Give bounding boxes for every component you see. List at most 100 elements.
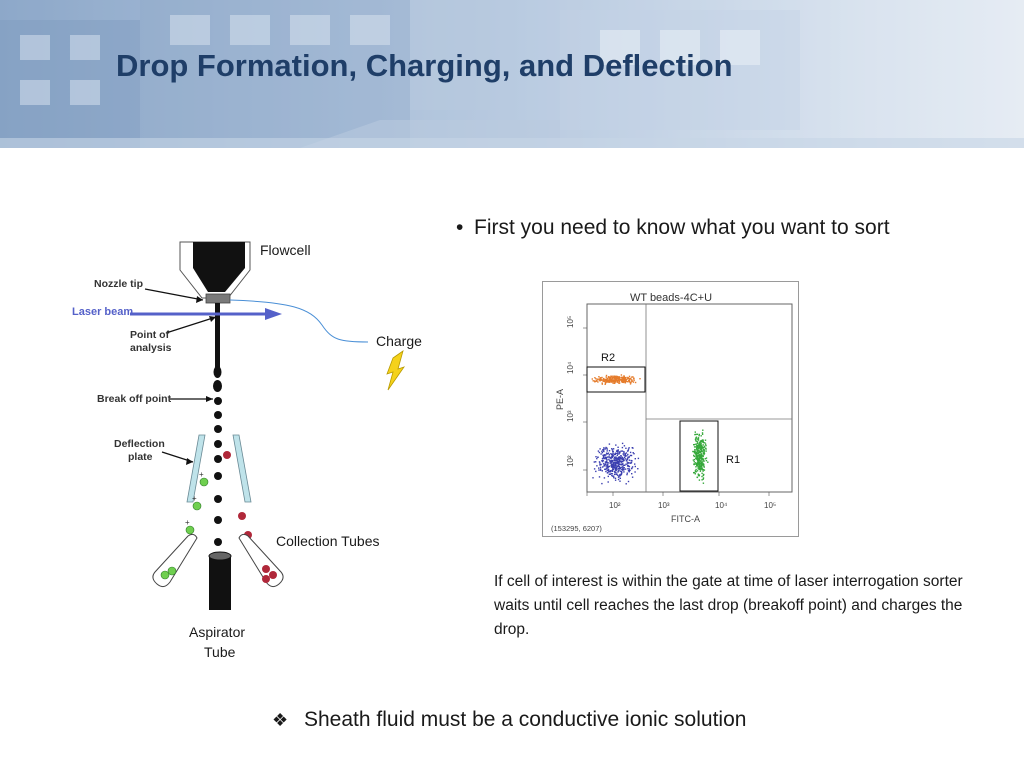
event-dot bbox=[608, 379, 610, 381]
event-dot bbox=[599, 469, 602, 471]
event-dot bbox=[704, 442, 706, 444]
event-dot bbox=[614, 452, 617, 454]
event-dot bbox=[615, 459, 617, 461]
event-dot bbox=[617, 467, 620, 470]
event-dot bbox=[606, 448, 608, 450]
label-deflection-plate-line2: plate bbox=[128, 451, 153, 463]
event-dot bbox=[701, 479, 703, 481]
event-dot bbox=[633, 377, 635, 379]
event-dot bbox=[613, 464, 616, 466]
x-tick-2: 10³ bbox=[658, 501, 670, 510]
label-aspirator-line1: Aspirator bbox=[189, 624, 246, 640]
event-dot bbox=[611, 463, 613, 466]
event-dot bbox=[616, 450, 619, 452]
cytometry-plot-svg: WT beads-4C+U 10² 10³ 10⁴ 10⁵ PE-A 10² 1… bbox=[551, 292, 793, 533]
event-dot bbox=[624, 464, 626, 466]
event-dot bbox=[627, 457, 629, 459]
event-dot bbox=[604, 456, 607, 458]
event-dot bbox=[622, 381, 624, 383]
event-dot bbox=[694, 433, 696, 436]
event-dot bbox=[614, 477, 617, 479]
event-dot bbox=[698, 444, 700, 447]
event-dot bbox=[696, 447, 698, 450]
event-dot bbox=[702, 477, 705, 479]
event-dot bbox=[604, 448, 606, 450]
event-dot bbox=[631, 473, 633, 475]
event-dot bbox=[701, 466, 703, 469]
label-break-off-point: Break off point bbox=[97, 393, 172, 405]
event-dot bbox=[613, 376, 615, 378]
event-dot bbox=[695, 453, 698, 456]
event-dot bbox=[608, 450, 611, 452]
event-dot bbox=[702, 468, 705, 471]
event-dot bbox=[613, 379, 615, 381]
event-dot bbox=[613, 475, 615, 477]
event-dot bbox=[608, 470, 610, 472]
event-dot bbox=[607, 452, 610, 454]
event-dot bbox=[624, 454, 627, 457]
event-dot bbox=[607, 379, 609, 382]
event-dot bbox=[699, 446, 701, 449]
event-dot bbox=[622, 458, 625, 460]
event-dot bbox=[599, 377, 602, 379]
event-dot bbox=[601, 376, 603, 379]
event-dot bbox=[609, 462, 611, 464]
event-dot bbox=[609, 470, 612, 472]
event-dot bbox=[597, 381, 599, 383]
event-dot bbox=[593, 380, 596, 382]
event-dot bbox=[611, 470, 613, 472]
event-dot bbox=[608, 454, 610, 456]
event-dot bbox=[702, 464, 705, 466]
event-dot bbox=[629, 454, 632, 457]
event-dot bbox=[607, 471, 609, 474]
event-dot bbox=[605, 381, 607, 384]
event-dot bbox=[701, 453, 703, 456]
event-dot bbox=[602, 378, 605, 381]
event-dot bbox=[628, 379, 631, 381]
header-banner bbox=[0, 0, 1024, 148]
event-dot bbox=[695, 440, 697, 442]
event-dot bbox=[621, 458, 623, 460]
event-dot bbox=[693, 446, 696, 448]
event-dot bbox=[612, 467, 614, 469]
event-dot bbox=[623, 460, 625, 462]
event-dot bbox=[702, 457, 704, 459]
event-dot bbox=[625, 483, 627, 485]
event-dot bbox=[705, 444, 707, 447]
event-dot bbox=[697, 461, 699, 463]
event-dot bbox=[696, 464, 698, 467]
event-dot bbox=[603, 454, 606, 456]
event-dot bbox=[626, 473, 628, 476]
event-dot bbox=[616, 452, 618, 455]
deflection-plate-left bbox=[186, 434, 206, 503]
event-dot bbox=[699, 441, 701, 444]
event-dot bbox=[615, 379, 617, 381]
cytometry-plot: WT beads-4C+U 10² 10³ 10⁴ 10⁵ PE-A 10² 1… bbox=[542, 281, 799, 537]
event-dot bbox=[698, 465, 700, 468]
event-dot bbox=[696, 463, 699, 465]
event-dot bbox=[618, 382, 621, 384]
event-dot bbox=[615, 450, 618, 452]
event-dot bbox=[599, 462, 601, 464]
gate-r1 bbox=[679, 420, 719, 492]
event-dot bbox=[699, 444, 702, 446]
event-dot bbox=[602, 456, 605, 458]
event-dot bbox=[632, 381, 635, 383]
event-dot bbox=[618, 376, 620, 378]
event-dot bbox=[705, 457, 708, 459]
event-dot bbox=[604, 468, 606, 470]
event-dot bbox=[615, 464, 617, 467]
event-dot bbox=[696, 440, 698, 442]
event-dot bbox=[605, 470, 607, 473]
gate-r1-label: R1 bbox=[726, 454, 740, 466]
event-dot bbox=[694, 473, 696, 475]
event-dot bbox=[617, 457, 620, 459]
event-dot bbox=[696, 462, 698, 464]
event-dot bbox=[617, 478, 620, 481]
event-dot bbox=[625, 447, 627, 449]
y-tick-2: 10³ bbox=[566, 410, 575, 422]
event-dot bbox=[624, 382, 626, 384]
event-dot bbox=[599, 379, 601, 382]
event-dot bbox=[595, 379, 598, 382]
event-dot bbox=[608, 456, 610, 459]
